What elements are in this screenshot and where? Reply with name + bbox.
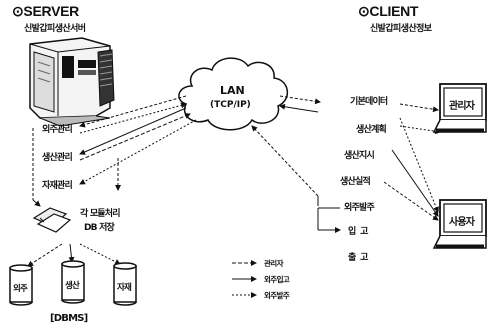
arrow-db-to-material-db	[79, 243, 121, 265]
server-computer-icon	[29, 37, 115, 127]
client-title: ⊙CLIENT	[358, 3, 419, 19]
server-title: ⊙SERVER	[12, 3, 79, 19]
arrow-lan-to-plan	[279, 95, 321, 105]
user-terminal-label: 사용자	[449, 217, 475, 228]
server-subtitle: 신발갑피생산서버	[24, 24, 86, 34]
db-material-label: 자재	[117, 283, 132, 293]
admin-terminal-icon	[432, 83, 487, 133]
user-terminal-icon	[432, 199, 487, 249]
legend-outsource-in-label: 외주입고	[264, 275, 290, 284]
client-func-outsource-order: 외주발주	[344, 203, 375, 213]
module-outsourcing-label: 외주관리	[42, 125, 73, 135]
db-production-label: 생산	[65, 281, 80, 291]
client-func-shipping: 출 고	[348, 253, 368, 263]
arrow-db-to-production-db	[68, 243, 75, 263]
client-func-production-order: 생산지시	[344, 151, 375, 161]
arrow-to-user-1	[399, 117, 439, 213]
lan-label: LAN	[220, 84, 245, 97]
arrow-to-user-3	[383, 181, 439, 221]
client-func-receiving: 입 고	[348, 227, 368, 237]
arrow-production-to-lan	[79, 113, 191, 161]
admin-terminal-label: 관리자	[449, 101, 475, 112]
arrow-db-to-outsourcing-db	[27, 243, 63, 267]
module-material-label: 자재관리	[42, 181, 73, 191]
arrow-to-admin-2	[399, 125, 441, 135]
client-func-production-plan: 생산계획	[356, 125, 387, 135]
client-func-basic-data: 기본데이터	[350, 97, 388, 107]
legend-outsource-order-label: 외주발주	[264, 291, 290, 300]
dbms-label: [DBMS]	[50, 313, 88, 324]
db-process-label-2: DB 저장	[84, 223, 115, 233]
outsourcing-db-cylinder	[9, 264, 33, 306]
database-process-icon	[32, 207, 72, 233]
arrow-lan-to-material	[79, 119, 197, 185]
arrow-to-user-2	[391, 149, 439, 217]
lan-protocol-label: (TCP/IP)	[210, 100, 251, 110]
client-func-production-result: 생산실적	[340, 177, 371, 187]
db-process-label-1: 각 모듈처리	[80, 209, 121, 219]
db-outsourcing-label: 외주	[13, 284, 28, 294]
material-db-cylinder	[113, 262, 137, 306]
arrow-lan-to-production	[79, 107, 187, 155]
arrow-lan-to-outsourcing	[79, 95, 187, 128]
arrow-plan-to-lan	[279, 103, 319, 113]
arrow-to-admin	[399, 103, 439, 113]
legend-admin-label: 관리자	[264, 259, 284, 268]
module-production-label: 생산관리	[42, 153, 73, 163]
client-subtitle: 신발갑피생산정보	[370, 24, 432, 34]
production-db-cylinder	[61, 260, 85, 304]
arrow-order-to-lan	[251, 125, 319, 197]
